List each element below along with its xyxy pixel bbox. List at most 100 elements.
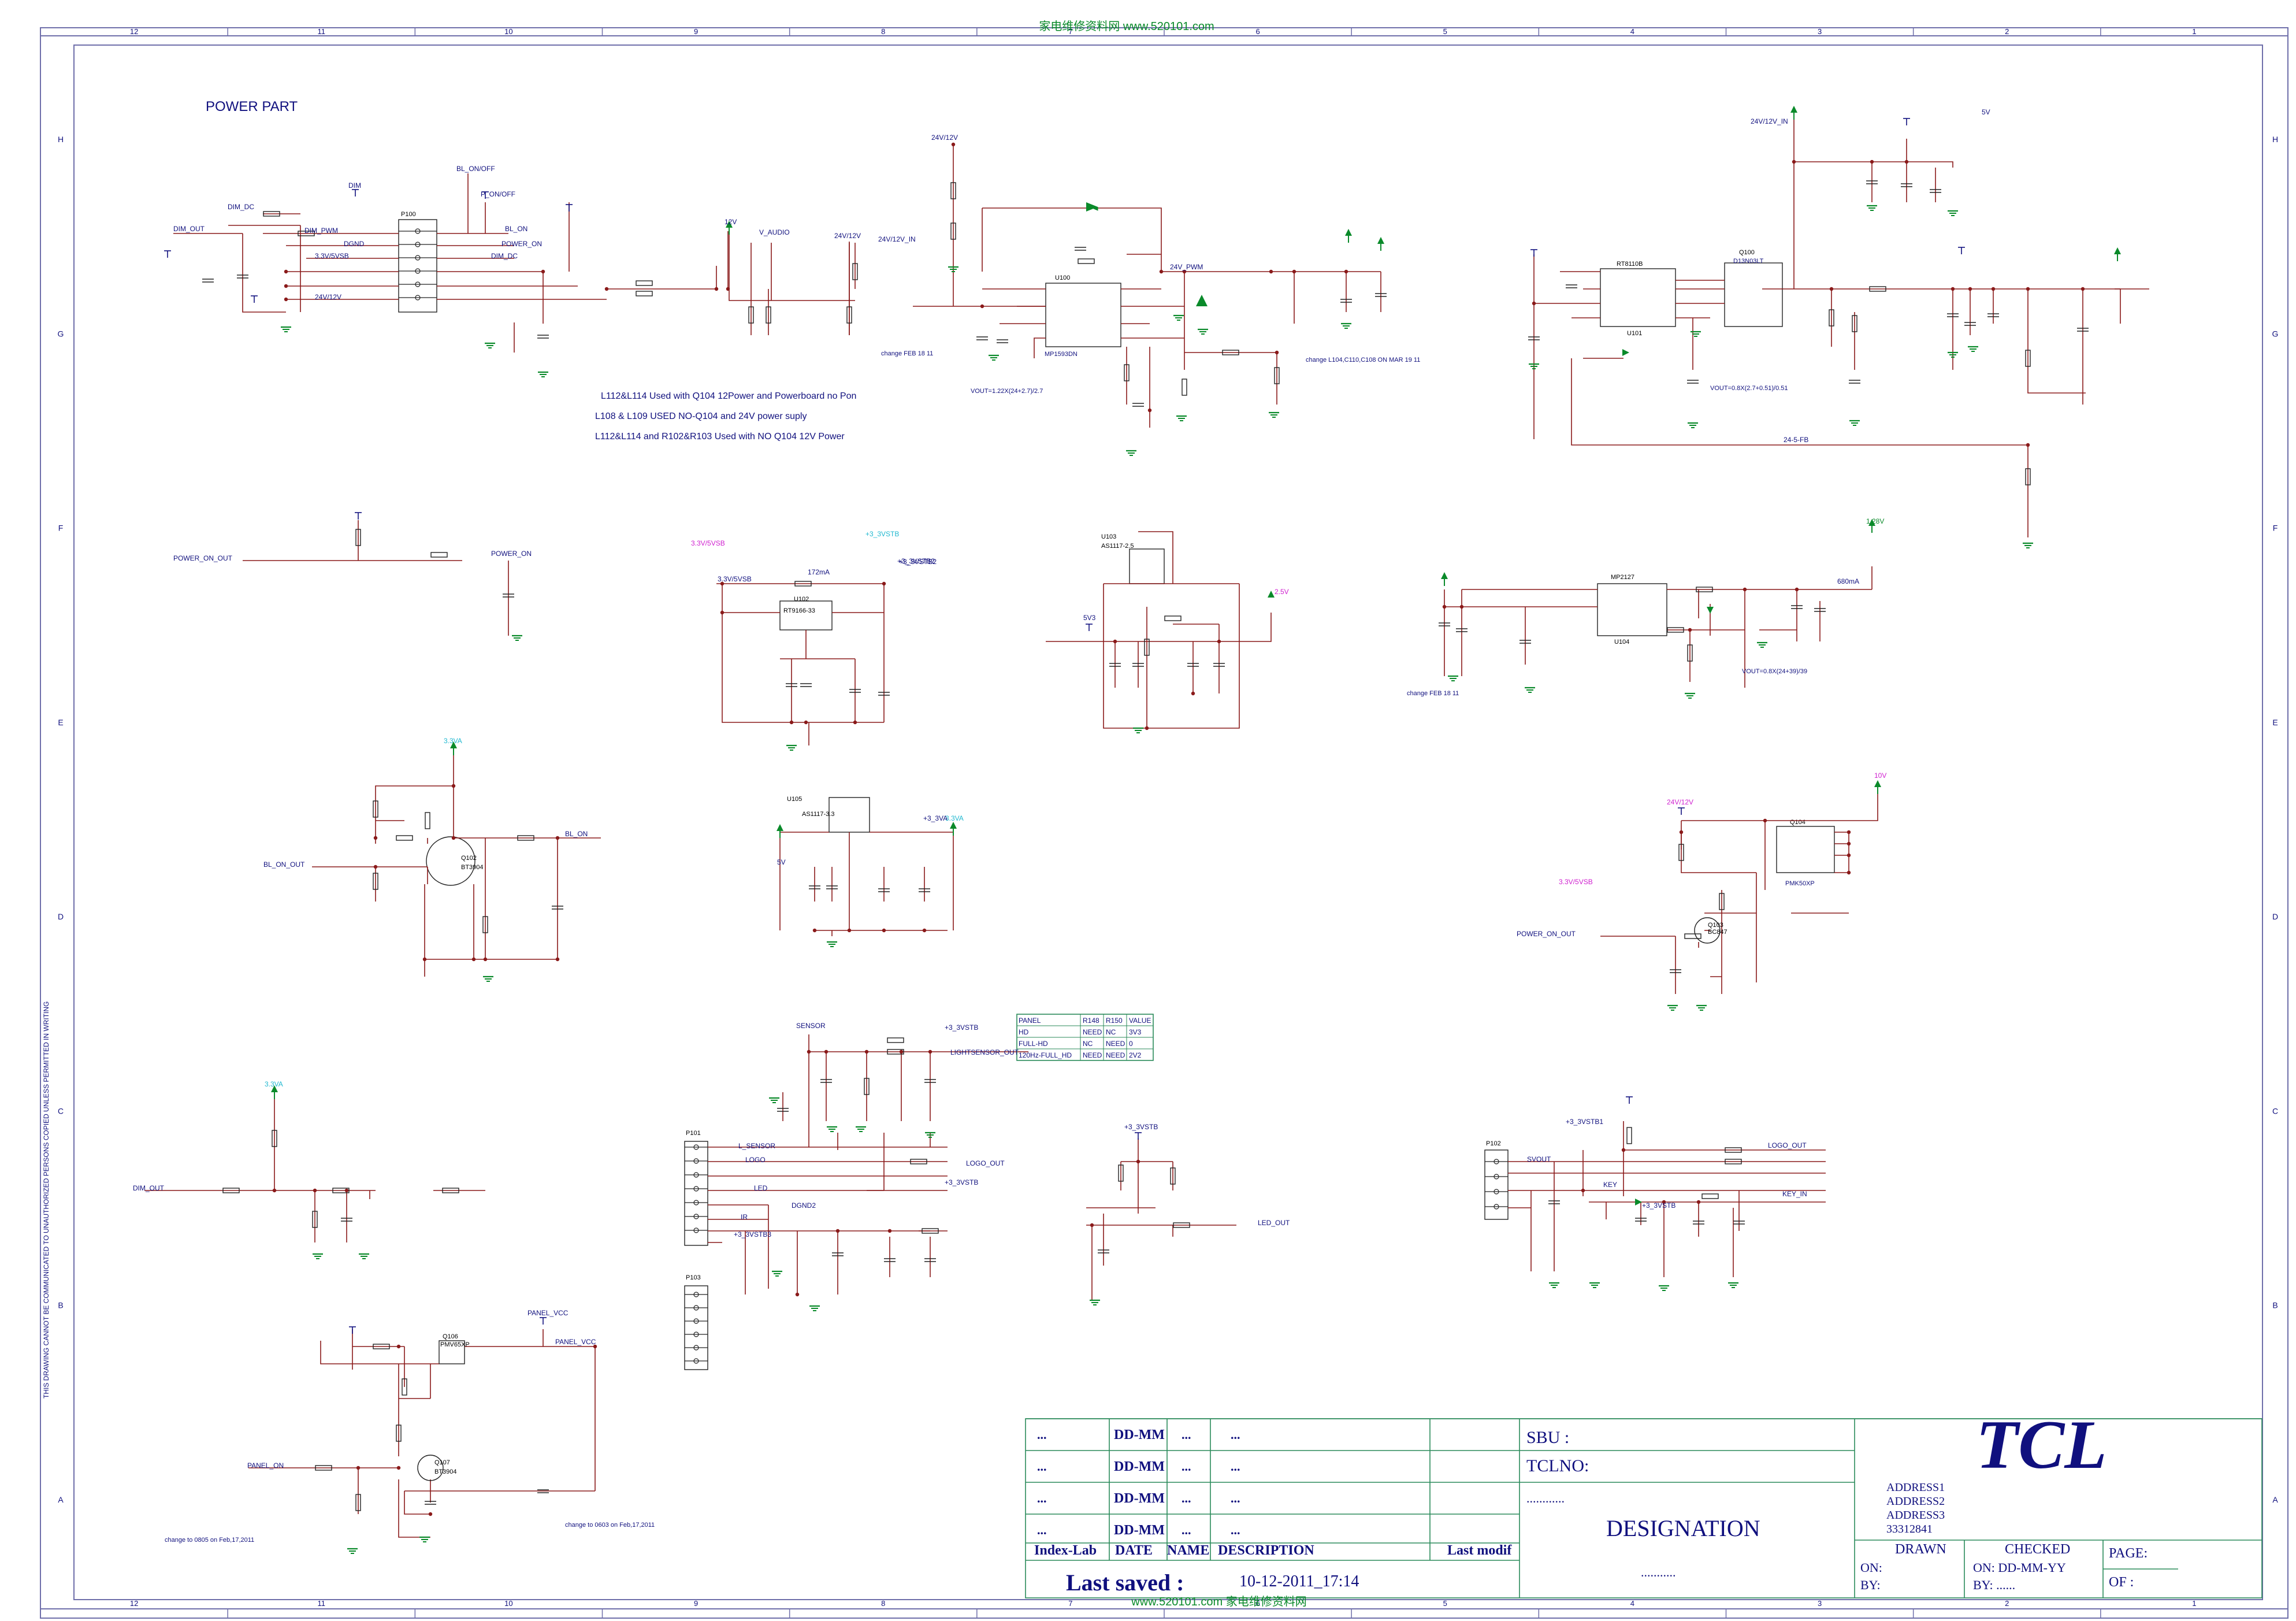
q106-ref: Q106: [443, 1333, 458, 1340]
row-letter: G: [58, 329, 64, 338]
row-letter: B: [2272, 1301, 2278, 1310]
net-label: LED_OUT: [1258, 1219, 1290, 1227]
net-label: SVOUT: [1527, 1155, 1551, 1163]
row-letter: A: [58, 1495, 64, 1504]
net-label: 5V: [1982, 108, 1990, 116]
net-label: +3_3VSTB1: [1566, 1118, 1603, 1126]
column-number: 8: [881, 1599, 885, 1608]
net-label: +3_3VA: [923, 814, 948, 822]
u105-ref: U105: [787, 796, 802, 803]
row-letter: E: [2272, 718, 2278, 727]
column-number: 9: [694, 1599, 698, 1608]
address1: ADDRESS1: [1886, 1481, 1945, 1494]
net-label: 5V3: [1083, 614, 1096, 622]
column-number: 10: [504, 1599, 512, 1608]
power-on-section: [243, 512, 523, 641]
sbu-label: SBU :: [1526, 1428, 1569, 1447]
net-label: 24V/12V: [931, 133, 958, 142]
revision-index-cell: ...: [1037, 1523, 1047, 1537]
revision-name-cell: ...: [1182, 1523, 1191, 1537]
q102-chip: BT3904: [461, 864, 484, 871]
last-saved-value: 10-12-2011_17:14: [1239, 1572, 1359, 1590]
net-label: BL_ON_OUT: [263, 860, 305, 869]
net-labels: DIM_OUTDIMDIM_DCDIM_PWMBL_ON/OFFP_ON/OFF…: [133, 108, 1990, 1470]
q104-ref: Q104: [1790, 819, 1805, 826]
design-note: VOUT=1.22X(24+2.7)/2.7: [971, 388, 1043, 395]
net-label: POWER_ON_OUT: [173, 554, 233, 562]
p103-ref: P103: [686, 1274, 701, 1281]
net-label: 3.3VA: [444, 737, 462, 745]
panel-vcc-section: Q107 BT3904 Q106 PMV65XP: [248, 1317, 597, 1555]
net-label: 172mA: [808, 568, 830, 576]
net-label: BL_ON: [505, 225, 527, 233]
net-label: 24V/12V: [1667, 798, 1693, 806]
tclno-label: TCLNO:: [1526, 1456, 1589, 1475]
p101-sensor-section: P101 P103: [684, 1034, 1028, 1370]
row-letter: A: [2272, 1495, 2278, 1504]
u101-chip: RT8110B: [1617, 261, 1643, 268]
design-note: change FEB 18 11: [1407, 690, 1459, 697]
net-label: LOGO: [745, 1156, 766, 1164]
column-number: 10: [504, 27, 512, 36]
row-letter: G: [2272, 329, 2279, 338]
revision-date-cell: DD-MM: [1114, 1491, 1165, 1506]
confidentiality-note: THIS DRAWING CANNOT BE COMMUNICATED TO U…: [42, 1001, 50, 1399]
net-label: 10V: [1874, 771, 1886, 780]
design-note: change FEB 18 11: [881, 350, 933, 357]
net-label: DIM: [348, 181, 361, 190]
column-number: 9: [694, 27, 698, 36]
design-note: L112&L114 and R102&R103 Used with NO Q10…: [595, 432, 845, 442]
net-label: 3.3V/5VSB: [691, 539, 725, 547]
u103-chip: AS1117-2.5: [1101, 543, 1134, 550]
q100-ref: Q100: [1739, 249, 1755, 256]
q100-chip: D13N03LT: [1733, 258, 1764, 265]
row-letter: H: [2272, 135, 2278, 144]
net-label: DIM_OUT: [133, 1184, 165, 1192]
net-label: 24V/12V: [834, 232, 861, 240]
column-number: 5: [1443, 27, 1447, 36]
row-letter: D: [2272, 912, 2278, 921]
net-label: DIM_OUT: [173, 225, 205, 233]
net-label: PANEL_VCC: [527, 1309, 569, 1317]
design-note: change to 0603 on Feb,17,2011: [565, 1522, 655, 1529]
net-label: LOGO_OUT: [1768, 1141, 1807, 1149]
drawing-area-border: [73, 44, 2263, 1600]
revision-index-cell: ...: [1037, 1459, 1047, 1474]
watermark-bottom: www.520101.com 家电维修资料网: [1131, 1595, 1306, 1608]
address3: ADDRESS3: [1886, 1509, 1945, 1522]
net-label: DGND2: [792, 1201, 816, 1210]
net-label: POWER_ON: [501, 240, 542, 248]
column-number: 7: [1068, 1599, 1072, 1608]
net-label: 24V/12V_IN: [1751, 117, 1788, 125]
q103-ref: Q103: [1708, 922, 1723, 929]
title-block: ...DD-MM.........DD-MM.........DD-MM....…: [1025, 1406, 2262, 1598]
net-label: +3_3VSTB2: [899, 558, 937, 566]
row-letter: B: [58, 1301, 63, 1310]
tcl-logo: TCL: [1976, 1406, 2107, 1483]
value-table-cell: 120Hz-FULL_HD: [1019, 1051, 1072, 1059]
net-label: IR: [741, 1213, 748, 1221]
net-label: DIM_PWM: [304, 227, 338, 235]
column-number: 2: [2005, 27, 2009, 36]
value-table-cell: VALUE: [1129, 1017, 1151, 1025]
revision-name-cell: ...: [1182, 1459, 1191, 1474]
q106-chip: PMV65XP: [440, 1341, 470, 1348]
net-label: 1.28V: [1866, 517, 1884, 525]
column-number: 11: [318, 27, 326, 36]
revision-description-cell: ...: [1231, 1523, 1240, 1537]
net-label: +3_3VSTB: [945, 1023, 978, 1032]
design-note: change to 0805 on Feb,17,2011: [165, 1537, 254, 1544]
audio-rail-section: [725, 220, 858, 335]
column-number: 5: [1443, 1599, 1447, 1608]
revision-index-cell: ...: [1037, 1427, 1047, 1442]
as1117-33-section: U105 AS1117-3.3: [776, 796, 957, 948]
value-table-cell: 3V3: [1129, 1028, 1142, 1036]
net-label: SENSOR: [796, 1022, 826, 1030]
as1117-25-section: U103 AS1117-2.5: [1046, 531, 1275, 734]
net-label: 24V_PWM: [1170, 263, 1203, 271]
q107-ref: Q107: [434, 1459, 450, 1466]
drawn-by-label: BY:: [1860, 1578, 1881, 1592]
u104-chip: MP2127: [1611, 574, 1634, 581]
net-label: LIGHTSENSOR_OUT: [950, 1048, 1019, 1056]
